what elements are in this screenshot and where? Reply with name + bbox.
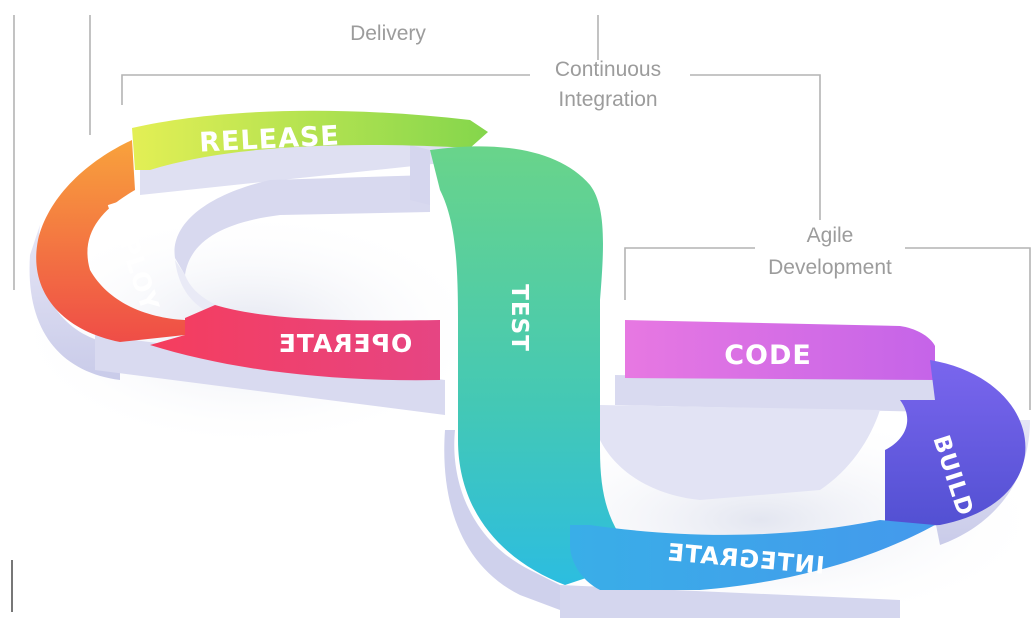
- segment-integrate[interactable]: [570, 520, 935, 590]
- right-loop-bottom-wall: [560, 585, 900, 618]
- segment-test[interactable]: [430, 146, 640, 585]
- segment-deploy[interactable]: [36, 140, 185, 342]
- test-top-wall: [410, 145, 430, 205]
- operate-label: OPERATE: [278, 329, 412, 358]
- segment-release[interactable]: [132, 110, 488, 170]
- continuous-integration-label-line2: Integration: [558, 88, 657, 111]
- segment-operate[interactable]: [150, 305, 440, 381]
- right-loop-top-wall: [615, 375, 935, 412]
- continuous-integration-label-line1: Continuous: [555, 58, 661, 81]
- code-label: CODE: [724, 340, 812, 371]
- delivery-bracket: [13, 15, 599, 290]
- left-loop-inner-wall: [174, 175, 430, 275]
- test-side-wall: [444, 430, 560, 610]
- agile-development-label-line2: Development: [768, 256, 892, 279]
- segment-build[interactable]: [885, 360, 1026, 528]
- left-loop-bottom-wall: [95, 335, 445, 415]
- segment-code[interactable]: [625, 320, 935, 380]
- release-label: RELEASE: [199, 120, 341, 158]
- right-loop-inner-wall: [600, 405, 880, 500]
- agile-development-bracket: [624, 247, 1031, 410]
- agile-development-label-line1: Agile: [807, 224, 854, 247]
- delivery-label: Delivery: [350, 22, 426, 45]
- test-label: TEST: [506, 284, 532, 352]
- continuous-integration-bracket: [121, 74, 821, 220]
